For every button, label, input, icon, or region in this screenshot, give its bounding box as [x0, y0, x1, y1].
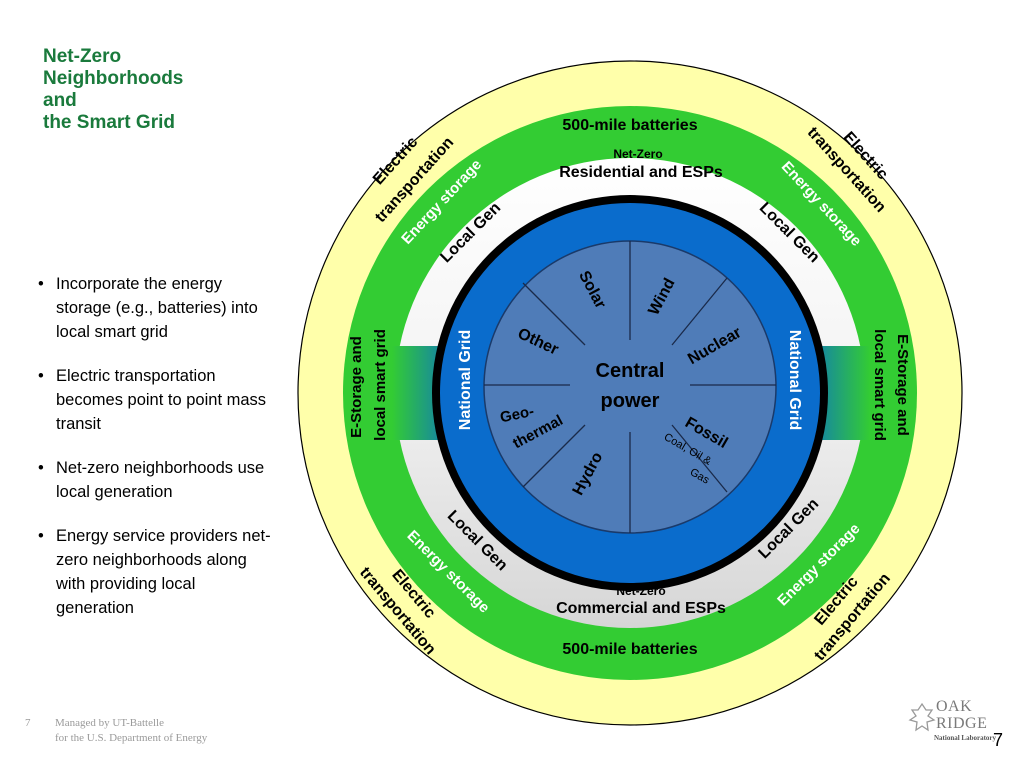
bullet-list: Incorporate the energy storage (e.g., ba…: [36, 272, 276, 640]
sector-geothermal-line1: Geo-: [499, 403, 536, 427]
bullet-item: Net-zero neighborhoods use local generat…: [36, 456, 276, 504]
residential-label: Residential and ESPs: [559, 164, 723, 181]
sector-dividers: [484, 241, 776, 533]
footer-line-2: for the U.S. Department of Energy: [55, 732, 208, 744]
footer-line-1: Managed by UT-Battelle: [55, 717, 164, 729]
national-grid-left: National Grid: [457, 330, 474, 430]
logo-wordmark: OAK RIDGE: [936, 698, 987, 732]
title-line-4: the Smart Grid: [43, 112, 175, 133]
bullet-item: Energy service providers net-zero neighb…: [36, 524, 276, 620]
title-line-2: Neighborhoods: [43, 68, 184, 89]
title-line-1: Net-Zero: [43, 46, 122, 67]
commercial-label: Commercial and ESPs: [556, 600, 726, 617]
estorage-right-line2: local smart grid: [871, 329, 888, 441]
logo-word-2: RIDGE: [936, 715, 988, 732]
central-power-line2: power: [601, 390, 660, 412]
title-line-3: and: [43, 90, 77, 111]
netzero-top-label: Net-Zero: [613, 147, 662, 161]
bullet-item: Incorporate the energy storage (e.g., ba…: [36, 272, 276, 344]
logo-word-1: OAK: [936, 698, 973, 715]
oak-leaf-icon: [908, 702, 936, 732]
central-power-line1: Central: [596, 360, 665, 382]
estorage-left-line2: local smart grid: [372, 329, 389, 441]
bullet-item: Electric transportation becomes point to…: [36, 364, 276, 436]
slide-number: 7: [993, 730, 1004, 750]
batteries-bottom-label: 500-mile batteries: [562, 641, 697, 658]
netzero-bottom-label: Net-Zero: [616, 584, 665, 598]
oak-ridge-logo: OAK RIDGE National Laboratory: [908, 694, 1003, 750]
logo-subtitle: National Laboratory: [934, 734, 997, 742]
batteries-top-label: 500-mile batteries: [562, 117, 697, 134]
estorage-right-line1: E-Storage and: [894, 334, 911, 436]
national-grid-right: National Grid: [786, 330, 803, 430]
footer: 7 Managed by UT-Battelle for the U.S. De…: [25, 716, 208, 746]
page-title: Net-Zero Neighborhoods and the Smart Gri…: [43, 46, 283, 134]
estorage-left-line1: E-Storage and: [348, 336, 365, 438]
footer-page-number: 7: [25, 717, 31, 729]
